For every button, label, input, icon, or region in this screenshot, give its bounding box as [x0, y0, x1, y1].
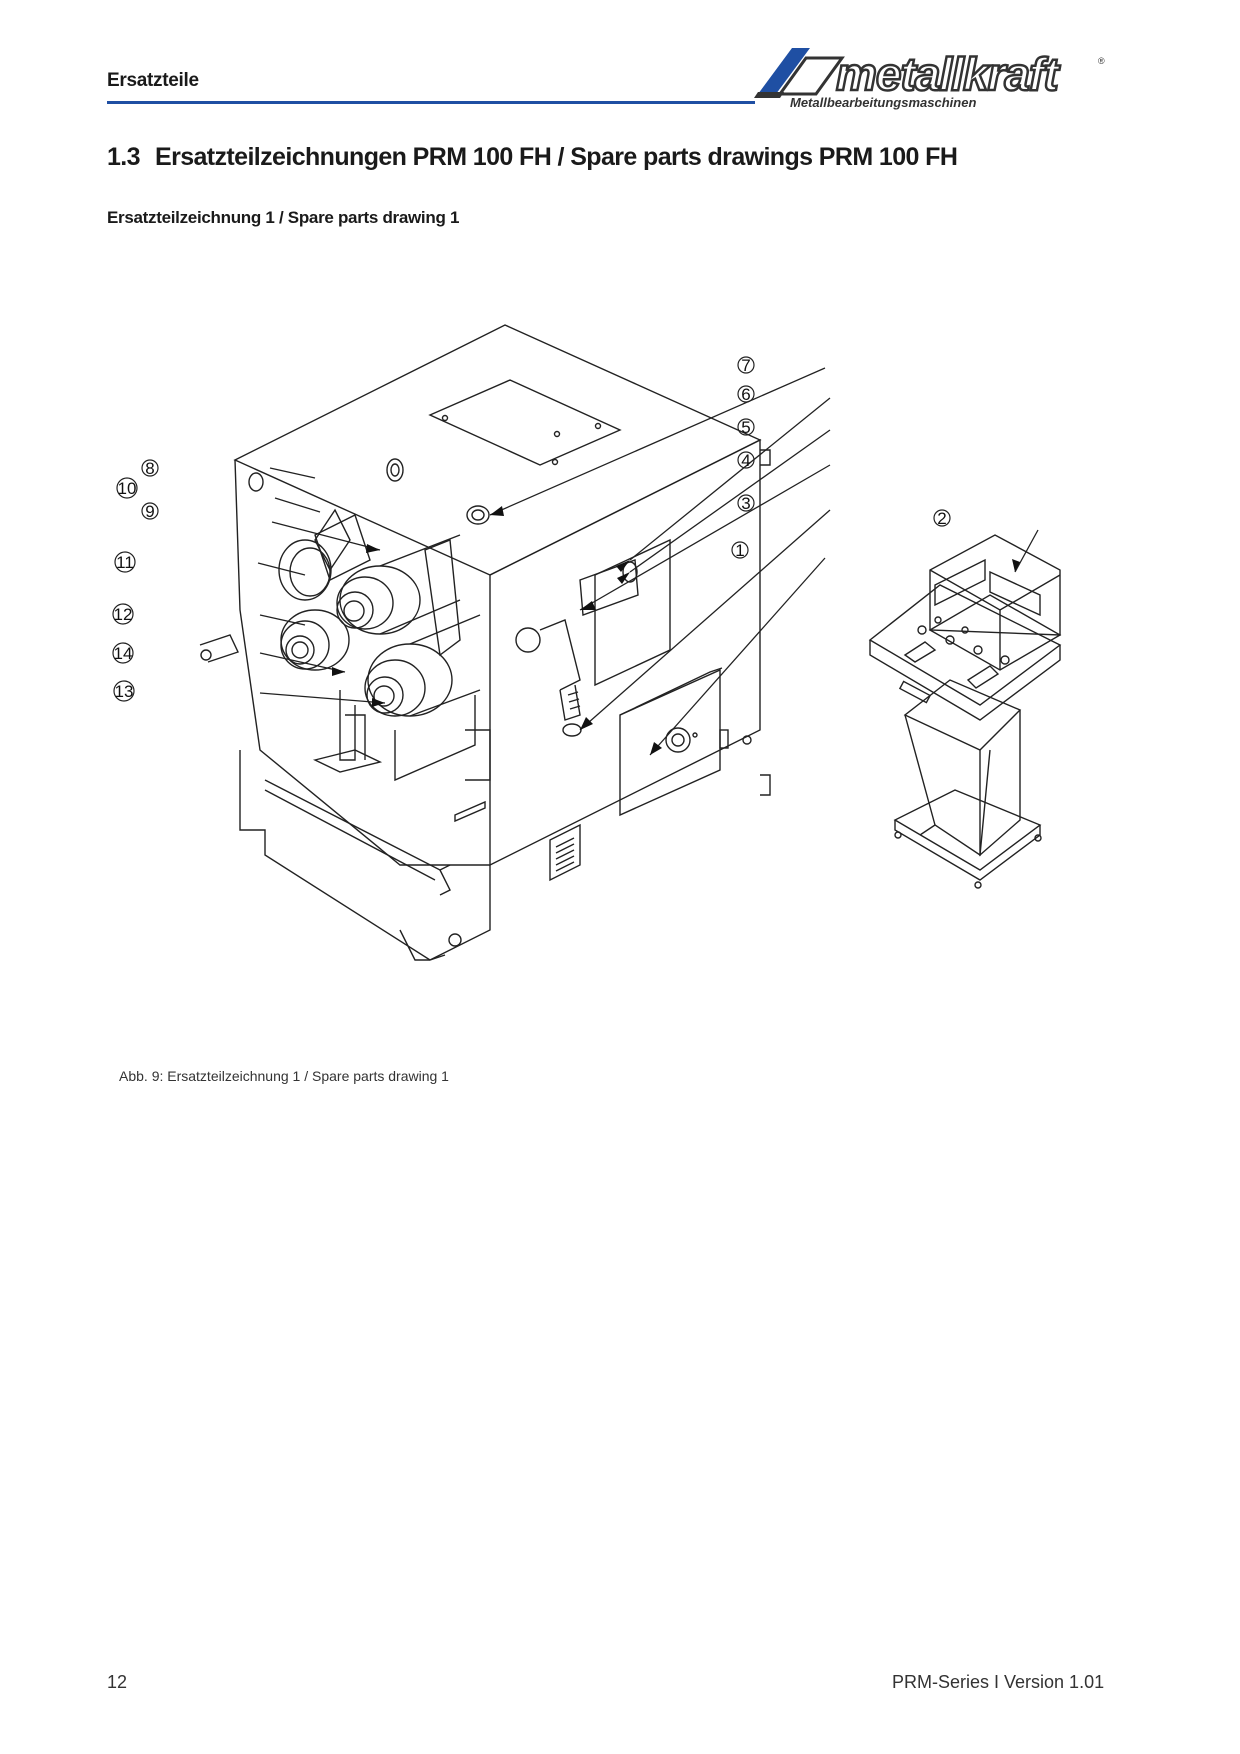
section-title: Ersatzteilzeichnungen PRM 100 FH / Spare…: [155, 143, 958, 171]
leader-lines: [257, 367, 1039, 756]
callout-12: 12: [114, 605, 133, 624]
page-number: 12: [107, 1672, 128, 1692]
spare-parts-drawing: 1 2 3 4 5 6 7 8 9 10 11 12 13 14: [112, 324, 1062, 961]
svg-text:®: ®: [1098, 56, 1105, 66]
callout-14: 14: [114, 644, 133, 663]
logo-tagline: Metallbearbeitungsmaschinen: [790, 95, 976, 110]
control-console: [868, 534, 1062, 889]
page-title: 1.3 Ersatzteilzeichnungen PRM 100 FH / Sp…: [107, 143, 958, 172]
callout-4: 4: [741, 451, 750, 470]
callout-10: 10: [118, 479, 137, 498]
roll-assembly: [199, 508, 639, 782]
callout-1: 1: [735, 541, 744, 560]
callout-3: 3: [741, 494, 750, 513]
section-number: 1.3: [107, 143, 141, 171]
figure-caption: Abb. 9: Ersatzteilzeichnung 1 / Spare pa…: [119, 1068, 449, 1084]
callout-11: 11: [116, 553, 134, 572]
metallkraft-logo: metallkraft ® Metallbearbeitungsmaschine…: [754, 47, 1105, 110]
leader-arrowheads: [332, 506, 1020, 755]
callout-9: 9: [145, 502, 154, 521]
callout-5: 5: [741, 418, 750, 437]
logo-wordmark: metallkraft: [836, 48, 1060, 100]
section-label: Ersatzteile: [107, 70, 199, 91]
callout-markers: 1 2 3 4 5 6 7 8 9 10 11 12 13 14: [112, 356, 951, 702]
footer-version: PRM-Series I Version 1.01: [892, 1672, 1105, 1692]
header-rule: [107, 101, 755, 104]
callout-2: 2: [937, 509, 946, 528]
callout-13: 13: [115, 682, 134, 701]
page-header: Ersatzteile metallkraft ® Metallbearbeit…: [0, 0, 1240, 120]
callout-7: 7: [741, 356, 750, 375]
callout-6: 6: [741, 385, 750, 404]
drawing-subtitle: Ersatzteilzeichnung 1 / Spare parts draw…: [107, 208, 460, 227]
machine-body: [233, 324, 771, 961]
callout-8: 8: [145, 459, 154, 478]
